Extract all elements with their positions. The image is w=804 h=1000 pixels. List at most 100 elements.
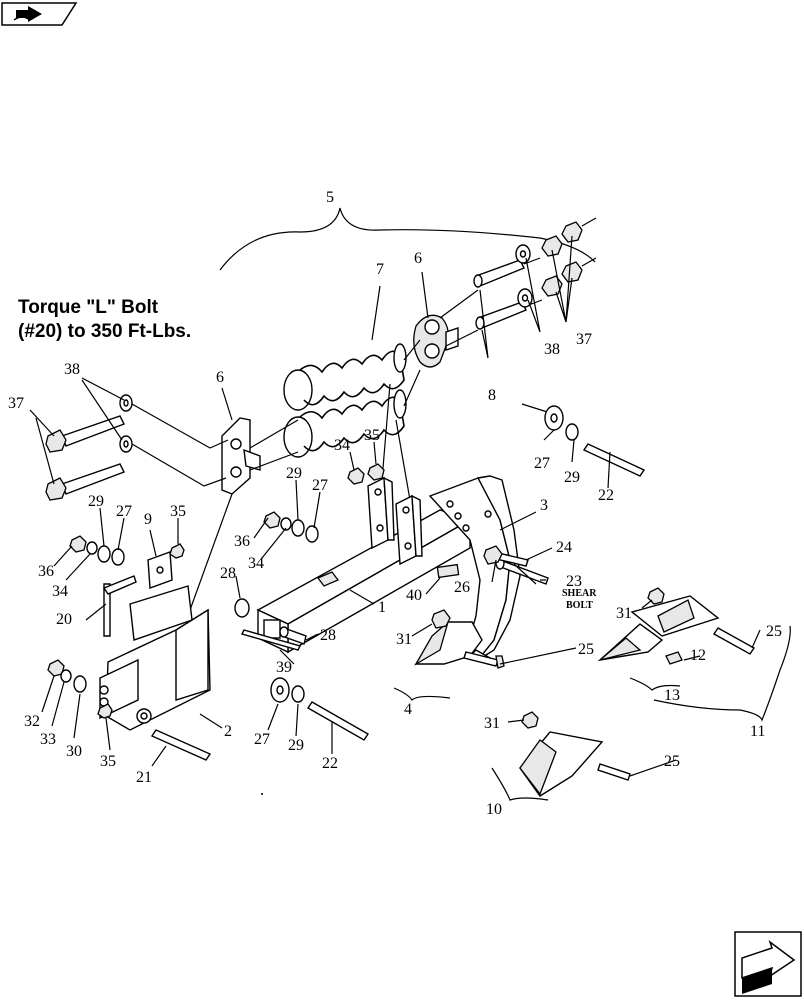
pin-28-lower — [279, 626, 307, 645]
torque-note-line1: Torque "L" Bolt — [18, 297, 159, 318]
callout-34-left: 34 — [52, 583, 68, 600]
callout-39: 39 — [276, 659, 292, 676]
torque-note-line2: (#20) to 350 Ft-Lbs. — [18, 321, 191, 342]
washer-34-mid — [280, 517, 292, 531]
callout-1: 1 — [378, 599, 386, 616]
callout-5: 5 — [326, 189, 334, 206]
pin-12 — [665, 651, 683, 665]
nut-right-3 — [541, 275, 563, 297]
callout-12: 12 — [690, 647, 706, 664]
callout-31-tooth10: 31 — [484, 715, 500, 732]
washer-right-lower — [517, 288, 533, 308]
beam-bracket-left — [367, 476, 395, 550]
callout-27-mid: 27 — [312, 477, 328, 494]
callout-13: 13 — [664, 687, 680, 704]
spring-rod-upper — [473, 257, 541, 288]
l-bolt — [102, 575, 137, 637]
ripper-tooth-11 — [630, 595, 720, 637]
nut-34-top — [347, 467, 365, 485]
stray-mark — [261, 793, 263, 795]
nut-right-1 — [541, 235, 563, 257]
group-brace-10 — [491, 767, 549, 801]
bushing-27-upper-right — [544, 405, 564, 431]
callout-33: 33 — [40, 731, 56, 748]
group-brace-4 — [393, 687, 451, 701]
callout-31-tooth11: 31 — [616, 605, 632, 622]
bolt-22-lower — [307, 701, 369, 741]
callout-8: 8 — [488, 387, 496, 404]
ripper-tooth-10 — [519, 731, 604, 797]
bolt-left-lower — [45, 463, 125, 501]
callout-7: 7 — [376, 261, 384, 278]
bolt-21 — [150, 729, 212, 761]
callout-29-lower: 29 — [288, 737, 304, 754]
washer-29-mid — [291, 519, 305, 537]
nut-31-10 — [521, 711, 539, 729]
callout-28-upper: 28 — [220, 565, 236, 582]
callout-24: 24 — [556, 539, 572, 556]
washer-left-upper — [119, 394, 133, 412]
callout-27-right: 27 — [534, 455, 550, 472]
washer-left-lower — [119, 435, 133, 453]
callout-6-right: 6 — [414, 250, 422, 267]
callout-29-mid: 29 — [286, 465, 302, 482]
next-page-arrow-icon[interactable] — [734, 931, 802, 997]
bushing-28-upper — [234, 598, 250, 618]
callout-38-right: 38 — [544, 341, 560, 358]
callout-25-tooth4: 25 — [578, 641, 594, 658]
nut-26 — [483, 545, 503, 565]
bolt-left-upper — [45, 415, 125, 453]
callout-37-right: 37 — [576, 331, 592, 348]
bolt-25-10 — [597, 763, 631, 781]
callout-38-left: 38 — [64, 361, 80, 378]
callout-10: 10 — [486, 801, 502, 818]
nut-35-top — [367, 463, 385, 481]
washer-29-lower — [291, 685, 305, 703]
callout-22-upper: 22 — [598, 487, 614, 504]
shear-bolt-label-line1: SHEAR — [562, 588, 597, 599]
callout-27-left: 27 — [116, 503, 132, 520]
bolt-39 — [240, 629, 302, 651]
callout-23: 23 — [566, 573, 582, 590]
nut-right-2 — [561, 221, 583, 243]
callout-36-mid: 36 — [234, 533, 250, 550]
callout-2: 2 — [224, 723, 232, 740]
callout-40: 40 — [406, 587, 422, 604]
callout-20: 20 — [56, 611, 72, 628]
bushing-27-left — [111, 548, 125, 566]
bolt-25-tooth — [463, 651, 505, 669]
spring-plate-right — [413, 314, 459, 368]
compression-spring-upper — [283, 343, 407, 411]
callout-35-lower: 35 — [100, 753, 116, 770]
book-arrow-icon[interactable] — [1, 2, 78, 26]
group-brace-5 — [219, 207, 596, 271]
callout-3: 3 — [540, 497, 548, 514]
bolt-25-11 — [712, 627, 756, 655]
washer-right-upper — [515, 244, 531, 264]
callout-37-left: 37 — [8, 395, 24, 412]
callout-27-lower: 27 — [254, 731, 270, 748]
callout-35-top: 35 — [364, 427, 380, 444]
ripper-tooth-13 — [597, 623, 664, 662]
nut-36-mid — [263, 511, 281, 529]
callout-11: 11 — [750, 723, 765, 740]
callout-31-tooth4: 31 — [396, 631, 412, 648]
compression-spring-lower — [283, 389, 407, 458]
bushing-27-lower — [270, 677, 290, 703]
callout-32: 32 — [24, 713, 40, 730]
callout-4: 4 — [404, 701, 412, 718]
callout-26: 26 — [454, 579, 470, 596]
callout-21: 21 — [136, 769, 152, 786]
callout-29-right: 29 — [564, 469, 580, 486]
group-brace-13 — [629, 677, 681, 691]
callout-9: 9 — [144, 511, 152, 528]
callout-28-lower: 28 — [320, 627, 336, 644]
callout-34-top: 34 — [334, 437, 350, 454]
ripper-shank — [428, 475, 521, 661]
spring-rod-lower — [475, 299, 543, 330]
callout-36-left: 36 — [38, 563, 54, 580]
nut-36-left — [69, 535, 87, 553]
callout-25-tooth10: 25 — [664, 753, 680, 770]
mounting-bracket — [99, 585, 211, 731]
